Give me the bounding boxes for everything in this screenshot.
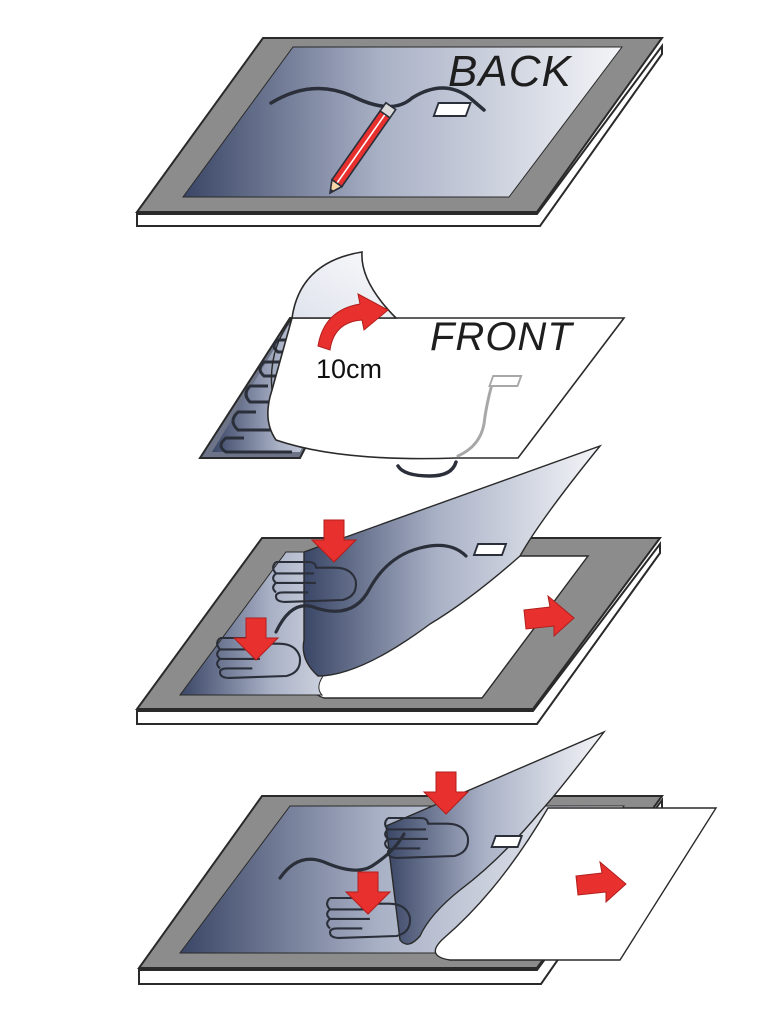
gray-connector-tab	[488, 375, 523, 387]
lifted-film	[302, 444, 603, 677]
ghost-curves	[219, 338, 300, 454]
front-sheet	[267, 317, 626, 460]
white-liner	[434, 807, 718, 961]
connector-tab	[472, 543, 508, 556]
pencil-icon	[328, 101, 397, 195]
peel-fold-line	[270, 317, 293, 391]
curved-arrow-icon	[317, 293, 389, 351]
connector-tab	[432, 102, 472, 117]
step-1-panel: BACK	[135, 37, 664, 227]
tray-base-shadow	[136, 42, 663, 227]
step-3-panel	[135, 444, 662, 725]
protector-film	[182, 46, 624, 198]
label-front: FRONT	[430, 315, 574, 359]
label-back: BACK	[448, 47, 572, 96]
tray-base-shadow	[136, 541, 661, 725]
label-10cm: 10cm	[316, 354, 382, 384]
step-2-panel: 10cm FRONT	[198, 251, 626, 478]
connector-tab	[490, 835, 524, 848]
cable-line	[274, 543, 468, 634]
cable-end	[396, 460, 458, 478]
step-4-panel	[137, 730, 718, 985]
gray-cable	[456, 382, 494, 458]
cable-line	[278, 832, 406, 880]
